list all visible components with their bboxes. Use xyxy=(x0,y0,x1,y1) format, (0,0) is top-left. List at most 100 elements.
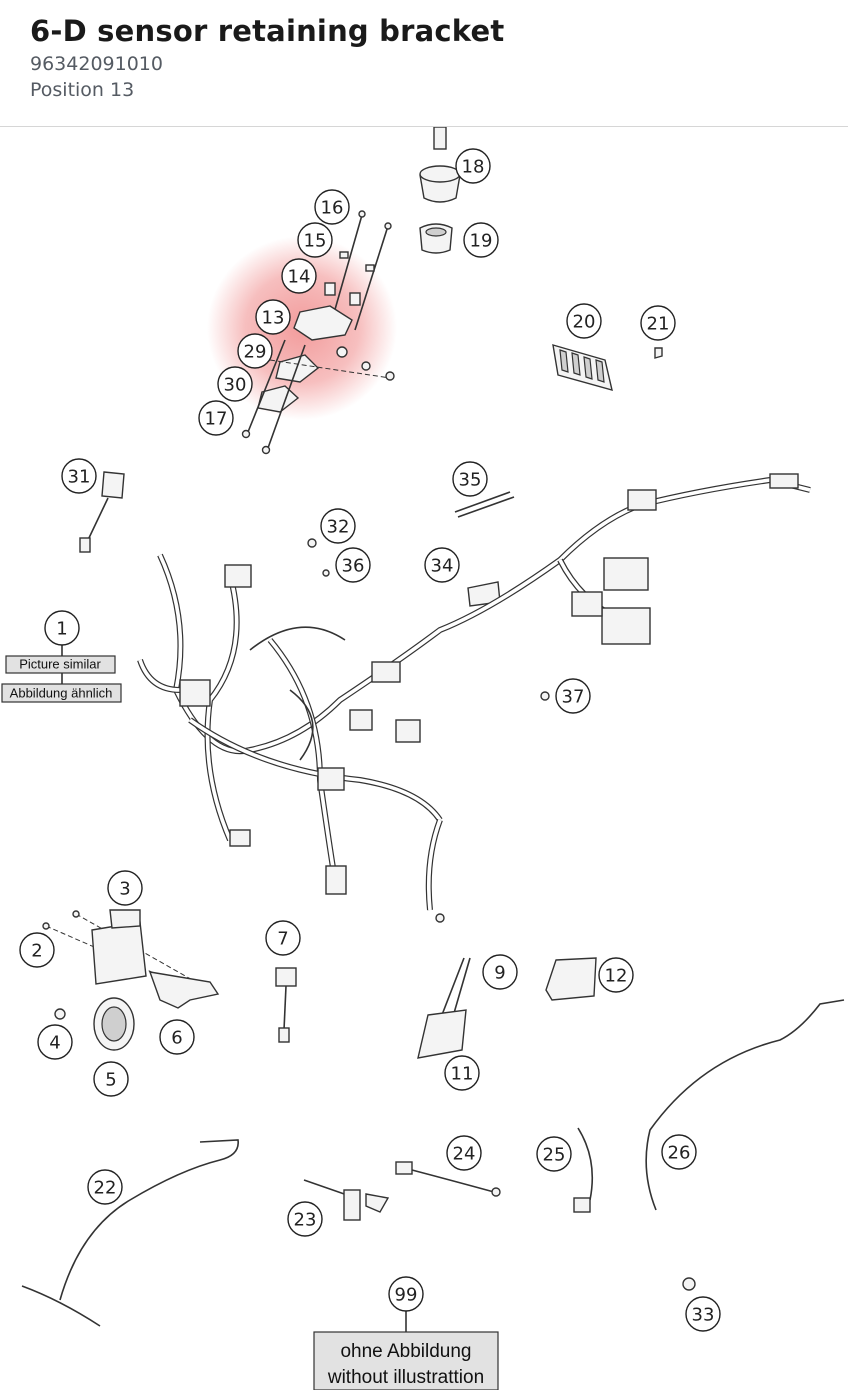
callout-4[interactable]: 4 xyxy=(37,1024,73,1060)
callout-number: 21 xyxy=(647,314,670,335)
part-33-cap[interactable] xyxy=(682,1277,696,1291)
part-36-nut[interactable] xyxy=(322,569,330,577)
callout-21[interactable]: 21 xyxy=(640,305,676,341)
sensor-bracket-assembly[interactable] xyxy=(241,210,395,455)
callout-number: 25 xyxy=(543,1145,566,1166)
part-21-clip[interactable] xyxy=(654,347,663,359)
part-32-nut[interactable] xyxy=(307,538,317,548)
header: 6-D sensor retaining bracket 96342091010… xyxy=(0,0,848,127)
callout-circle xyxy=(388,1276,424,1312)
callout-number: 36 xyxy=(342,556,365,577)
callout-25[interactable]: 25 xyxy=(536,1136,572,1172)
callout-number: 20 xyxy=(573,312,596,333)
callout-22[interactable]: 22 xyxy=(87,1169,123,1205)
callout-31[interactable]: 31 xyxy=(61,458,97,494)
callout-29[interactable]: 29 xyxy=(237,333,273,369)
callout-32[interactable]: 32 xyxy=(320,508,356,544)
callout-number: 14 xyxy=(288,267,311,288)
picture-similar-text: Picture similar xyxy=(19,657,101,672)
callout-circle xyxy=(255,299,291,335)
part-24-sensor[interactable] xyxy=(395,1161,501,1197)
callout-24[interactable]: 24 xyxy=(446,1135,482,1171)
page-title: 6-D sensor retaining bracket xyxy=(30,14,505,48)
callout-number: 22 xyxy=(94,1178,117,1199)
callout-circle xyxy=(452,461,488,497)
callout-circle xyxy=(37,1024,73,1060)
callout-circle xyxy=(87,1169,123,1205)
callout-36[interactable]: 36 xyxy=(335,547,371,583)
callout-circle xyxy=(93,1061,129,1097)
callout-number: 16 xyxy=(321,198,344,219)
callout-number: 11 xyxy=(451,1064,474,1085)
callout-circle xyxy=(287,1201,323,1237)
callout-number: 24 xyxy=(453,1144,476,1165)
callout-circle xyxy=(281,258,317,294)
callout-34[interactable]: 34 xyxy=(424,547,460,583)
callout-number: 4 xyxy=(49,1033,60,1054)
callout-14[interactable]: 14 xyxy=(281,258,317,294)
callout-circle xyxy=(555,678,591,714)
callout-circle xyxy=(265,920,301,956)
callout-circle xyxy=(198,400,234,436)
position-label: Position 13 xyxy=(30,79,135,101)
part-20-fusebox[interactable] xyxy=(552,344,613,391)
part-18-sensor[interactable] xyxy=(419,127,461,203)
callout-circle xyxy=(314,189,350,225)
callout-30[interactable]: 30 xyxy=(217,366,253,402)
callout-number: 15 xyxy=(304,231,327,252)
part-19-grommet[interactable] xyxy=(419,223,453,254)
callout-33[interactable]: 33 xyxy=(685,1296,721,1332)
callout-20[interactable]: 20 xyxy=(566,303,602,339)
callout-11[interactable]: 11 xyxy=(444,1055,480,1091)
callout-37[interactable]: 37 xyxy=(555,678,591,714)
abbildung-aehnlich-text: Abbildung ähnlich xyxy=(10,686,113,701)
part-12-control-unit[interactable] xyxy=(545,957,597,1001)
part-37-ring[interactable] xyxy=(540,691,550,701)
callout-6[interactable]: 6 xyxy=(159,1019,195,1055)
callout-number: 99 xyxy=(395,1285,418,1306)
ohne-abbildung-text: ohne Abbildung xyxy=(340,1341,471,1362)
part-23-switch[interactable] xyxy=(303,1179,390,1221)
callout-circle xyxy=(455,148,491,184)
part-7-connector[interactable] xyxy=(275,967,297,1043)
part-9-11-plugs[interactable] xyxy=(417,957,471,1059)
callout-19[interactable]: 19 xyxy=(463,222,499,258)
callout-number: 5 xyxy=(105,1070,116,1091)
callout-circle xyxy=(107,870,143,906)
callout-number: 6 xyxy=(171,1028,182,1049)
callout-circle xyxy=(320,508,356,544)
callout-3[interactable]: 3 xyxy=(107,870,143,906)
callout-number: 3 xyxy=(119,879,130,900)
callout-9[interactable]: 9 xyxy=(482,954,518,990)
callout-99[interactable]: 99 xyxy=(388,1276,424,1312)
callout-13[interactable]: 13 xyxy=(255,299,291,335)
callout-2[interactable]: 2 xyxy=(19,932,55,968)
callout-circle xyxy=(44,610,80,646)
callout-35[interactable]: 35 xyxy=(452,461,488,497)
callout-circle xyxy=(61,458,97,494)
callout-circle xyxy=(19,932,55,968)
callout-17[interactable]: 17 xyxy=(198,400,234,436)
callout-1[interactable]: 1 xyxy=(44,610,80,646)
callout-number: 23 xyxy=(294,1210,317,1231)
part-31-sensor[interactable] xyxy=(79,471,125,553)
horn-bracket-assembly[interactable] xyxy=(42,909,220,1051)
callout-12[interactable]: 12 xyxy=(598,957,634,993)
part-22-cable[interactable] xyxy=(21,1139,239,1327)
callout-circle xyxy=(446,1135,482,1171)
part-25-sensor[interactable] xyxy=(573,1127,594,1213)
callout-15[interactable]: 15 xyxy=(297,222,333,258)
callout-7[interactable]: 7 xyxy=(265,920,301,956)
callout-18[interactable]: 18 xyxy=(455,148,491,184)
callout-26[interactable]: 26 xyxy=(661,1134,697,1170)
callout-16[interactable]: 16 xyxy=(314,189,350,225)
part-26-cable[interactable] xyxy=(645,999,845,1211)
callout-number: 2 xyxy=(31,941,42,962)
callout-number: 18 xyxy=(462,157,485,178)
callout-23[interactable]: 23 xyxy=(287,1201,323,1237)
callout-5[interactable]: 5 xyxy=(93,1061,129,1097)
main-wiring-harness[interactable] xyxy=(137,473,811,923)
callout-number: 34 xyxy=(431,556,454,577)
part-35-strap[interactable] xyxy=(454,491,515,518)
